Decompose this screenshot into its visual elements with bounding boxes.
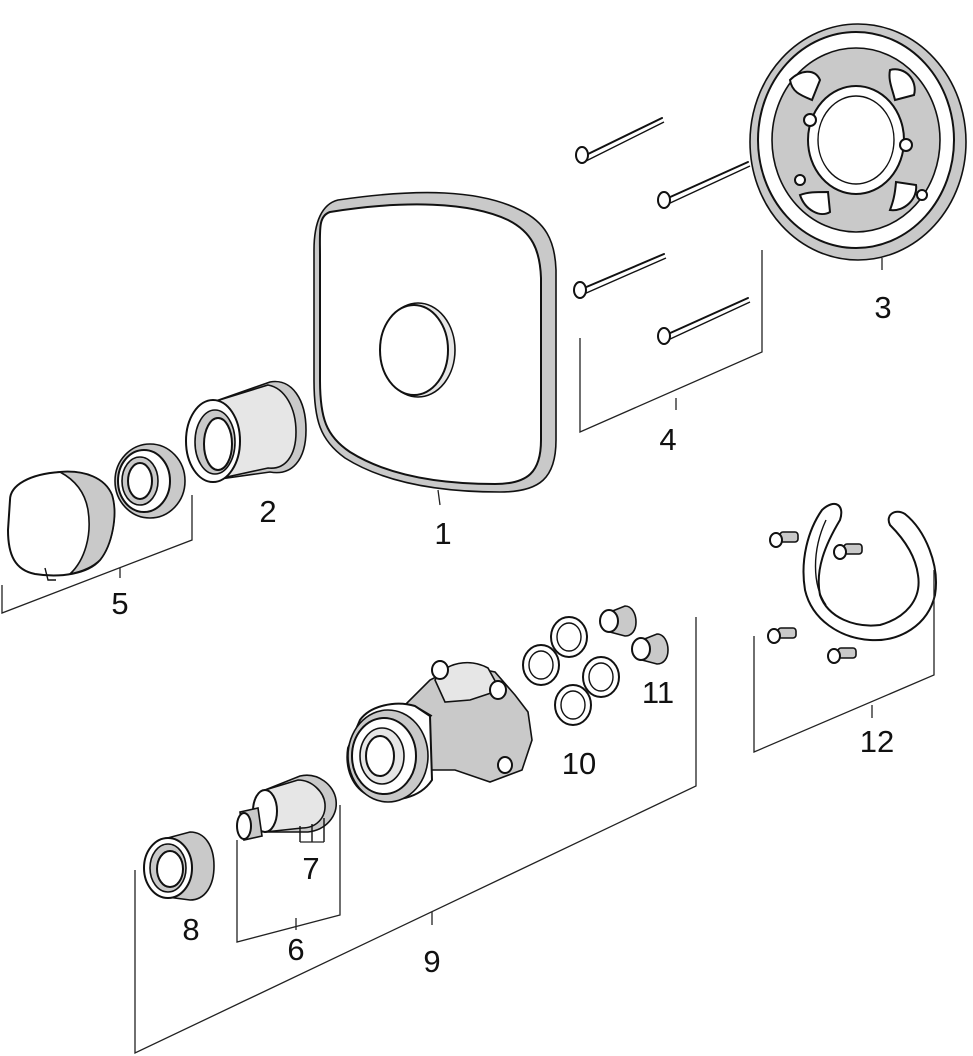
- part-8-lock-ring: [143, 831, 215, 901]
- part-1-cover-plate: [313, 191, 557, 506]
- label-6: 6: [287, 932, 304, 967]
- part-5-knob-assembly: [1, 443, 193, 614]
- part-4-screws: [573, 117, 763, 433]
- label-2: 2: [259, 494, 276, 529]
- label-8: 8: [182, 912, 199, 947]
- label-7: 7: [302, 851, 319, 886]
- label-11: 11: [642, 675, 674, 710]
- bracket-screw-1: [769, 531, 799, 548]
- label-10: 10: [562, 746, 596, 781]
- screw-bottom-right: [657, 297, 751, 345]
- part-12-bracket: [753, 502, 937, 753]
- label-1: 1: [434, 516, 451, 551]
- part-6-cartridge: [236, 774, 341, 943]
- label-3: 3: [874, 290, 891, 325]
- screw-top-right: [657, 161, 751, 209]
- label-9: 9: [423, 944, 440, 979]
- screw-top-left: [575, 117, 665, 164]
- bracket-line-9: [134, 617, 697, 1055]
- part-11-check-valves: [599, 605, 669, 665]
- part-2-sleeve: [185, 380, 307, 483]
- bracket-screw-2: [833, 543, 863, 560]
- screw-bottom-left: [573, 253, 667, 299]
- label-5: 5: [111, 586, 128, 621]
- label-12: 12: [860, 724, 894, 759]
- part-9-valve-body: [346, 660, 533, 803]
- bracket-screw-3: [767, 627, 797, 644]
- part-3-mounting-frame: [749, 23, 967, 270]
- part-10-o-rings: [522, 616, 620, 726]
- label-4: 4: [659, 422, 676, 457]
- bracket-screw-4: [827, 647, 857, 664]
